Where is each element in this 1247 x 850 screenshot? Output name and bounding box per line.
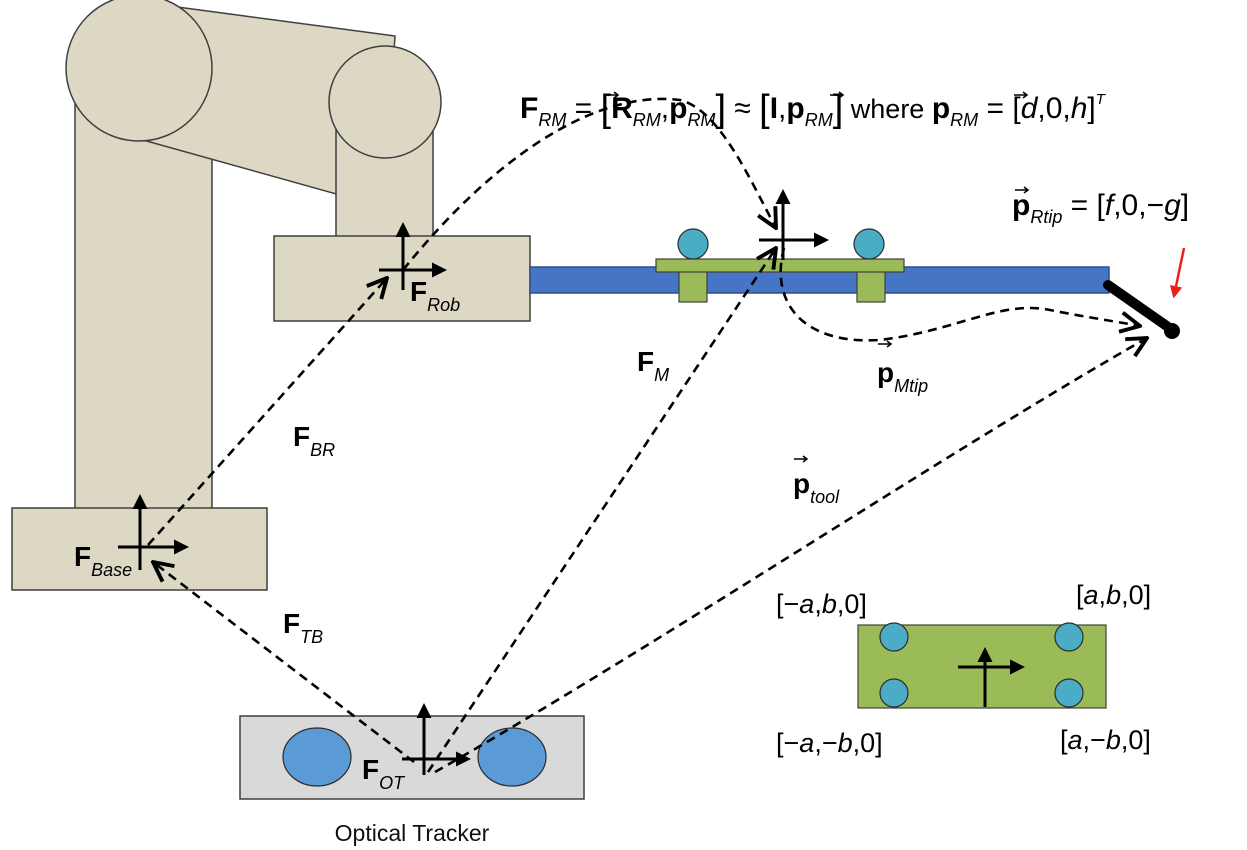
- tool-assembly: [529, 228, 1180, 339]
- coord-top-right: [a,b,0]: [1076, 580, 1151, 610]
- coord-top-left: [−a,b,0]: [776, 589, 867, 619]
- marker-sphere-right: [853, 228, 885, 260]
- label-f-br: FBR: [293, 421, 335, 460]
- marker-post-left: [678, 269, 708, 303]
- marker-sphere-left: [677, 228, 709, 260]
- label-f-rob: FRob: [410, 276, 460, 315]
- equation-f-rm: FRM = [RRM,pRM] ≈ [I,pRM] where pRM = [d…: [520, 88, 1107, 130]
- path-p-tool: [434, 338, 1147, 774]
- robot-tower: [74, 84, 213, 511]
- coord-bottom-left: [−a,−b,0]: [776, 728, 883, 758]
- vector-accents: [605, 91, 1030, 463]
- tool-tip-ball: [1164, 323, 1180, 339]
- caption-optical-tracker: Optical Tracker: [335, 820, 490, 846]
- coord-bottom-right: [a,−b,0]: [1060, 725, 1151, 755]
- label-p-mtip: pMtip: [877, 357, 928, 396]
- robot-arm: [11, 0, 531, 591]
- marker-inset-sphere-tr: [1054, 622, 1084, 652]
- path-f-tb: [153, 562, 415, 764]
- marker-inset-sphere-tl: [879, 622, 909, 652]
- label-f-base: FBase: [74, 541, 132, 580]
- tip-indicator-arrow: [1169, 247, 1186, 299]
- label-p-tool: ptool: [793, 468, 840, 507]
- marker-inset: [857, 622, 1107, 709]
- label-f-ot: FOT: [362, 754, 406, 793]
- robot-elbow-joint: [328, 45, 442, 159]
- path-p-mtip: [779, 247, 1140, 342]
- tracker-camera-left: [282, 727, 352, 787]
- robot-shoulder-joint: [65, 0, 213, 142]
- marker-post-right: [856, 269, 886, 303]
- label-f-tb: FTB: [283, 608, 323, 647]
- transform-paths: [147, 97, 1147, 774]
- optical-tracker: [239, 715, 585, 800]
- equation-p-rtip: pRtip = [f,0,−g]: [1012, 189, 1189, 227]
- path-f-m: [426, 248, 776, 773]
- marker-inset-sphere-bl: [879, 678, 909, 708]
- tool-bent-tip: [1103, 280, 1176, 334]
- label-f-m: FM: [637, 346, 669, 385]
- marker-inset-sphere-br: [1054, 678, 1084, 708]
- tracker-camera-right: [477, 727, 547, 787]
- path-f-rm: [401, 97, 776, 271]
